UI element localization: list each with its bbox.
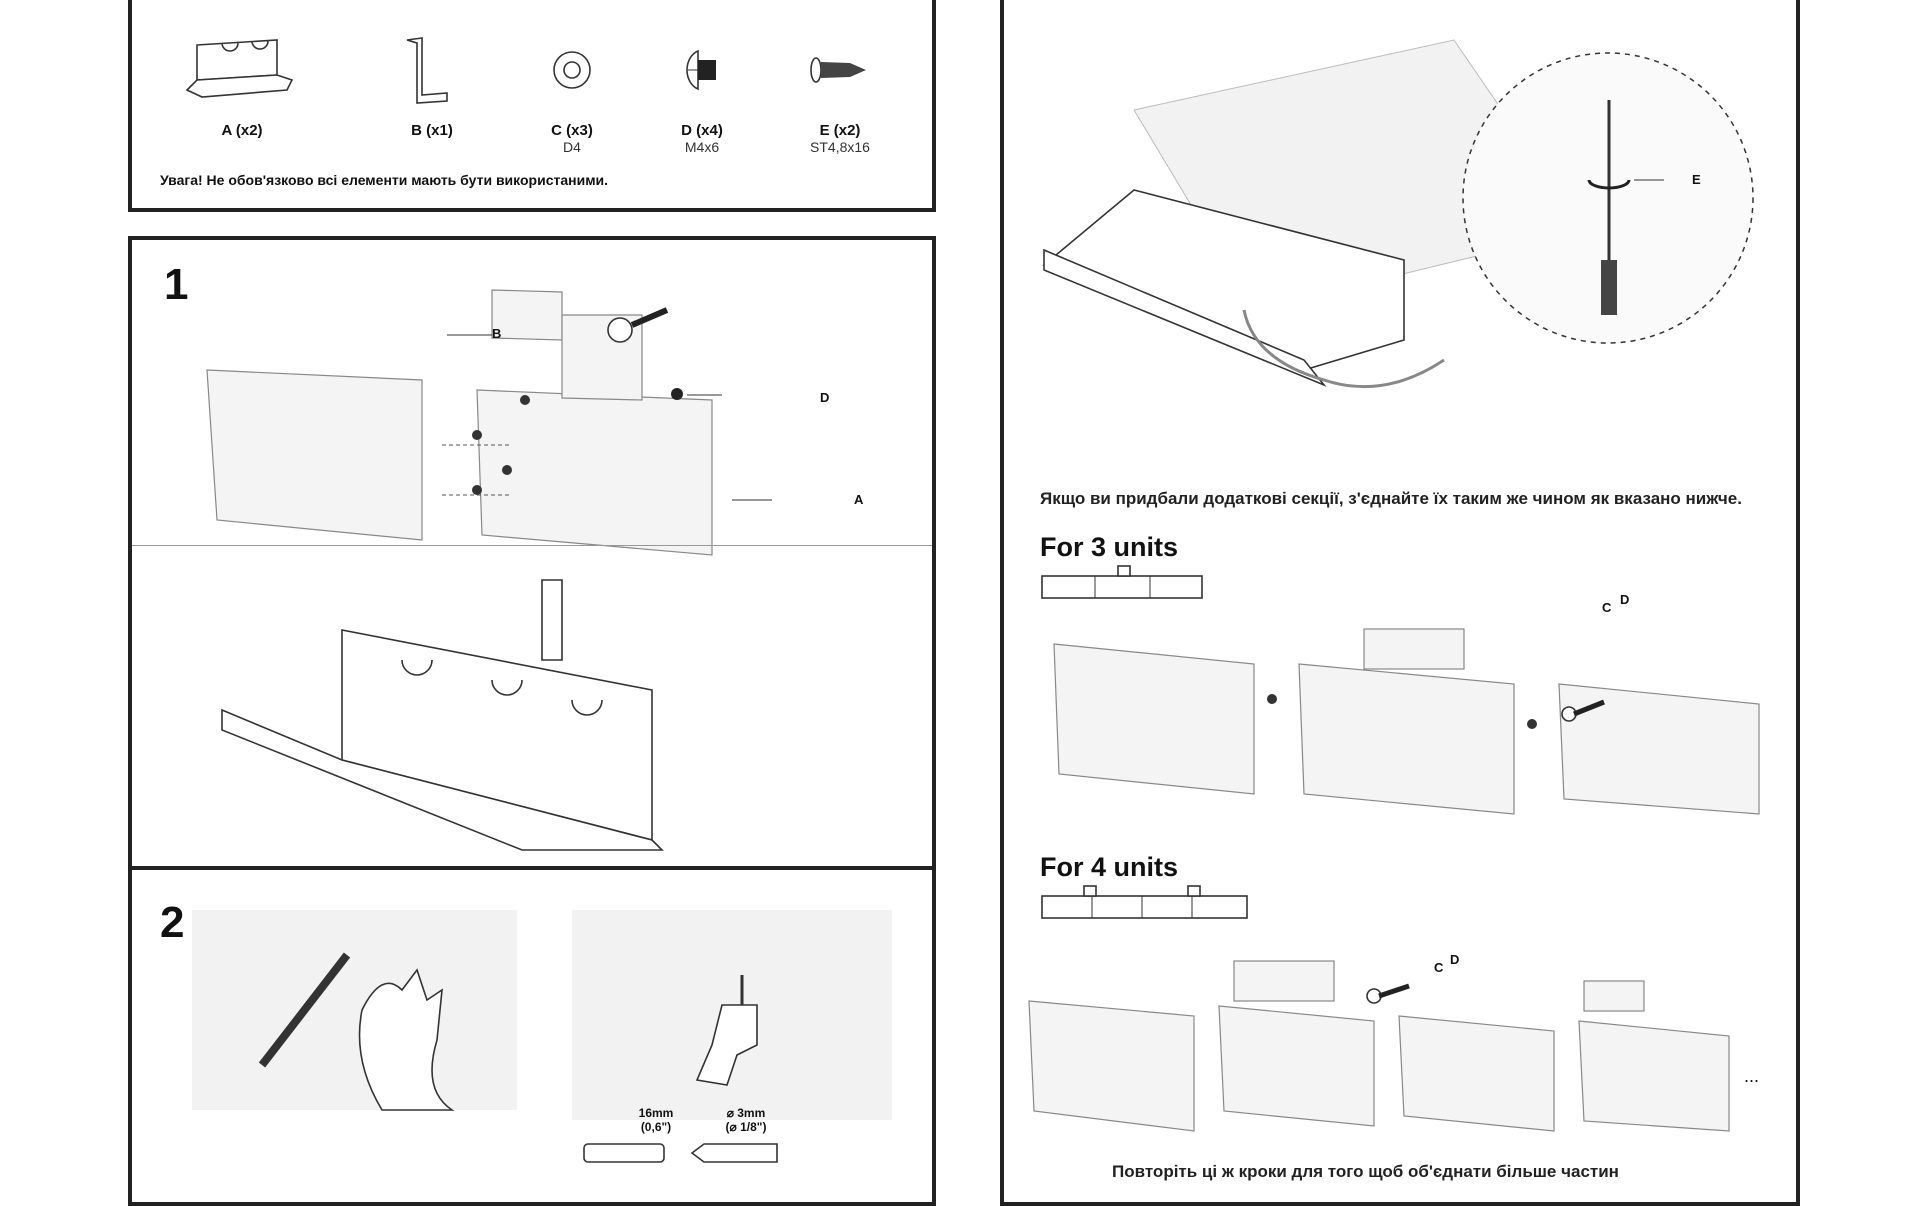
three-units-illustration <box>1053 628 1760 815</box>
depth-label: 16mm(0,6") <box>638 1106 674 1134</box>
tag-a: A <box>854 492 864 507</box>
parts-warning: Увага! Не обов'язково всі елементи мають… <box>160 172 609 188</box>
part-d-bolt-icon <box>686 49 716 91</box>
tag-d-4units: D <box>1450 952 1460 967</box>
step-2-number: 2 <box>160 898 185 947</box>
mounting-panel: E <box>1000 0 1800 478</box>
tag-d: D <box>820 390 830 405</box>
hole-depth-icon <box>583 1143 778 1163</box>
three-units-panel: Якщо ви придбали додаткові секції, з'єдн… <box>1000 474 1800 838</box>
repeat-instruction: Повторіть ці ж кроки для того щоб об'єдн… <box>1112 1162 1619 1181</box>
four-units-illustration <box>1028 960 1730 1132</box>
drill-icon <box>695 975 758 1086</box>
tag-b: B <box>492 326 502 341</box>
tag-d-right: D <box>1620 592 1630 607</box>
continuation-ellipsis: ... <box>1744 1066 1760 1086</box>
step-2-panel: 2 16mm(0,6") ⌀ 3mm(⌀ 1/8") <box>128 866 936 1206</box>
part-a-bracket-icon <box>185 39 294 98</box>
part-b-label: B (x1) <box>411 122 453 139</box>
hand-icon <box>358 968 455 1111</box>
extra-sections-note: Якщо ви придбали додаткові секції, з'єдн… <box>1040 489 1742 508</box>
tag-c: C <box>1602 600 1612 615</box>
step-1-divider <box>132 545 932 546</box>
part-c-label: C (x3)D4 <box>551 122 593 155</box>
step-1-panel: 1 B D A <box>128 236 936 870</box>
part-a-label: A (x2) <box>221 122 263 139</box>
step-1-exploded-illustration <box>206 289 772 556</box>
step-1-assembled-illustration <box>221 579 664 851</box>
three-units-heading: For 3 units <box>1040 532 1179 562</box>
drill-size-label: ⌀ 3mm(⌀ 1/8") <box>725 1106 767 1134</box>
four-units-panel: For 4 units C D ... Повторіть ці ж кроки… <box>1000 836 1800 1206</box>
tag-c-4units: C <box>1434 960 1444 975</box>
part-c-washer-icon <box>553 51 591 89</box>
part-e-label: E (x2)ST4,8x16 <box>810 122 870 155</box>
three-units-diagram <box>1041 565 1203 599</box>
drilling-illustration <box>572 910 892 1120</box>
part-e-screw-icon <box>810 57 866 83</box>
wall-marking-illustration <box>192 910 517 1111</box>
parts-list-panel: A (x2) B (x1) C (x3)D4 D (x4)M4x6 E (x2)… <box>128 0 936 212</box>
part-b-bracket-icon <box>406 37 448 104</box>
four-units-diagram <box>1041 885 1248 919</box>
step-1-number: 1 <box>164 260 189 309</box>
tag-e: E <box>1692 172 1701 187</box>
four-units-heading: For 4 units <box>1040 852 1179 882</box>
part-d-label: D (x4)M4x6 <box>681 122 723 155</box>
mounting-illustration <box>1042 39 1754 389</box>
pencil-icon <box>258 952 351 1068</box>
